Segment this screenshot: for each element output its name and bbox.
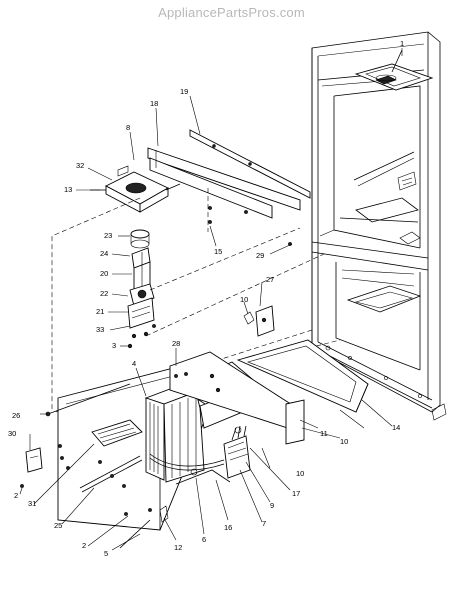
watermark: AppliancePartsPros.com [158,5,305,20]
callout-8: 8 [126,123,130,132]
callout-17: 17 [292,489,300,498]
part-14-drain-trough [236,339,369,413]
refrigerator-cabinet [311,31,447,421]
callout-31: 31 [28,499,36,508]
callout-25: 25 [54,521,62,530]
part-17-9-control-box [223,425,251,479]
callout-5: 5 [104,549,108,558]
callout-15: 15 [214,247,222,256]
callout-28: 28 [172,339,180,348]
part-6-16-wire-harness [149,453,231,485]
callout-6: 6 [202,535,206,544]
callout-4: 4 [132,359,136,368]
part-18-cover-plate [147,147,301,219]
callout-13: 13 [64,185,72,194]
part-23-duct-ring [130,229,150,249]
callout-9: 9 [270,501,274,510]
part-12-5-clips [119,505,169,549]
callout-11: 11 [320,429,328,438]
callout-21: 21 [96,307,104,316]
callout-33: 33 [96,325,104,334]
guide-line-3 [149,227,301,291]
part-1-light-housing [354,49,434,91]
callout-7: 7 [262,519,266,528]
small-fasteners-left [20,444,152,516]
leader-lines [19,48,403,551]
callout-30: 30 [8,429,16,438]
part-11-bracket [285,399,305,445]
guide-line-4 [145,253,325,337]
callout-22: 22 [100,289,108,298]
callout-32: 32 [76,161,84,170]
part-10-clip [243,311,255,325]
callout-20: 20 [100,269,108,278]
callout-10a: 10 [240,295,248,304]
callout-10b: 10 [296,469,304,478]
callout-27: 27 [266,275,274,284]
part-31-defrost-heater [91,419,143,447]
callout-2a: 2 [14,491,18,500]
callout-19: 19 [180,87,188,96]
guide-line-1 [51,197,141,410]
part-19-rail [189,129,311,199]
callout-24: 24 [100,249,108,258]
callout-18: 18 [150,99,158,108]
callout-14: 14 [392,423,400,432]
callout-10c: 10 [340,437,348,446]
part-22-21-damper-motor [127,283,155,329]
callout-12: 12 [174,543,182,552]
callout-26: 26 [12,411,20,420]
part-30-switch [25,447,43,473]
part-27-bracket [255,305,275,337]
callout-23: 23 [104,231,112,240]
callout-29: 29 [256,251,264,260]
callout-2b: 2 [82,541,86,550]
part-32-fan-housing [90,165,181,213]
callout-1: 1 [400,39,404,48]
callout-3: 3 [112,341,116,350]
callout-16: 16 [224,523,232,532]
